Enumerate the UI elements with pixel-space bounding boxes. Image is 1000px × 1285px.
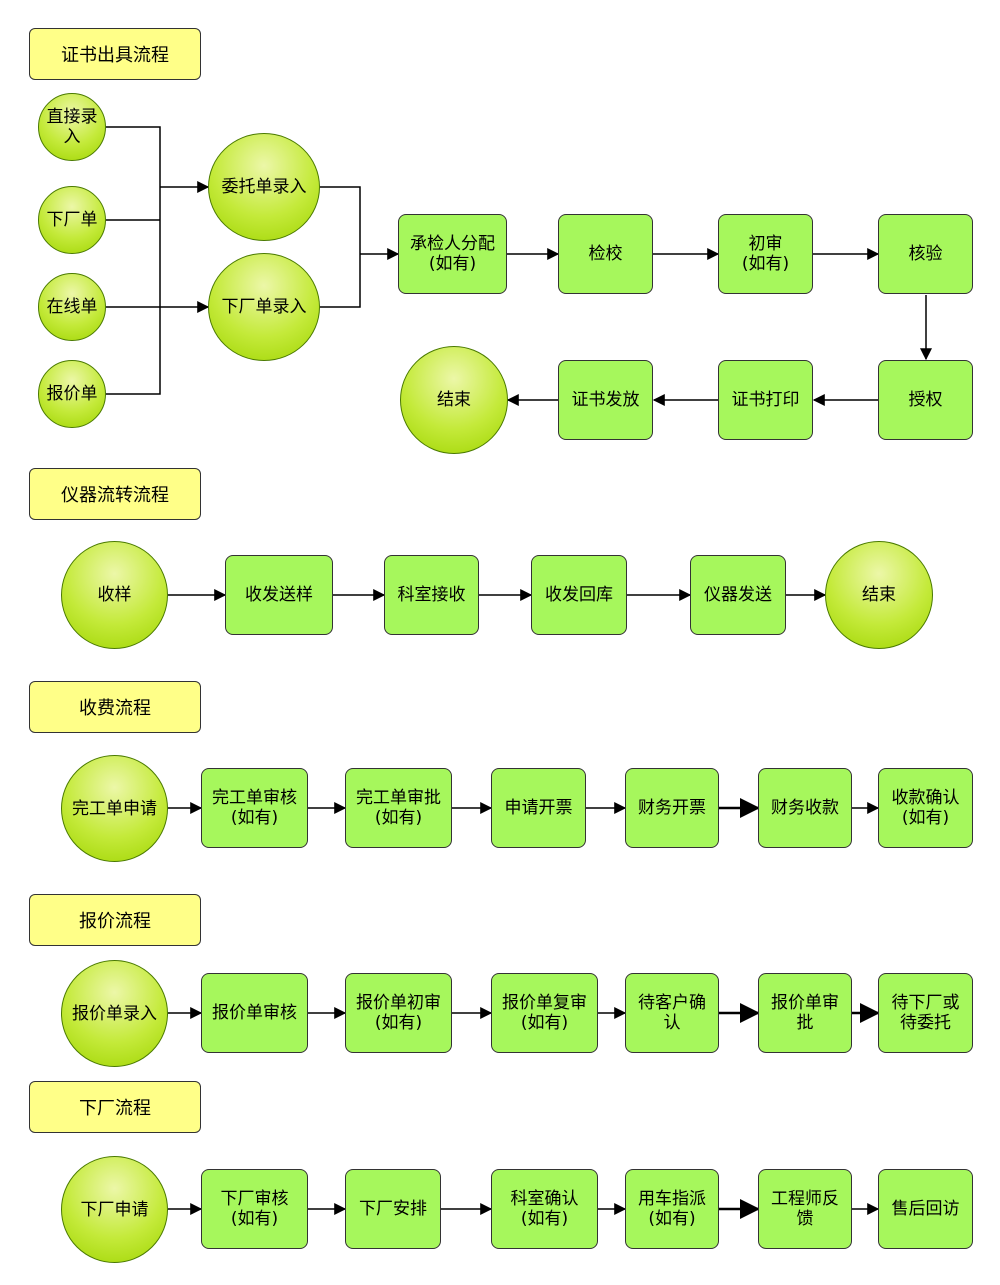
node-return-storage: 收发回库 <box>531 555 627 635</box>
node-online-order: 在线单 <box>38 273 106 341</box>
node-verify: 核验 <box>878 214 973 294</box>
connector <box>106 126 161 395</box>
node-factory-entry: 下厂单录入 <box>208 253 320 361</box>
node-vehicle-assign: 用车指派 (如有) <box>625 1169 719 1249</box>
node-quote-first-review: 报价单初审 (如有) <box>345 973 452 1053</box>
node-completion-apply: 完工单申请 <box>61 755 168 862</box>
node-payment-confirm: 收款确认 (如有) <box>878 768 973 848</box>
section-title-billing: 收费流程 <box>29 681 201 733</box>
node-direct-entry: 直接录 入 <box>38 93 106 161</box>
node-invoice-apply: 申请开票 <box>491 768 586 848</box>
node-engineer-feedback: 工程师反 馈 <box>758 1169 852 1249</box>
node-certificate-print: 证书打印 <box>718 360 813 440</box>
node-onsite-arrange: 下厂安排 <box>345 1169 441 1249</box>
node-authorize: 授权 <box>878 360 973 440</box>
node-after-sales-visit: 售后回访 <box>878 1169 973 1249</box>
section-title-quotation: 报价流程 <box>29 894 201 946</box>
section-title-instrument: 仪器流转流程 <box>29 468 201 520</box>
node-dispatch-sample: 收发送样 <box>225 555 333 635</box>
node-certificate-issue: 证书发放 <box>558 360 653 440</box>
node-end: 结束 <box>825 541 933 649</box>
node-dept-confirm: 科室确认 (如有) <box>491 1169 598 1249</box>
node-quote-entry: 报价单录入 <box>61 960 168 1067</box>
node-finance-collect: 财务收款 <box>758 768 852 848</box>
node-factory-order: 下厂单 <box>38 186 106 254</box>
node-quote-second-review: 报价单复审 (如有) <box>491 973 598 1053</box>
node-end: 结束 <box>400 346 508 454</box>
node-receive-sample: 收样 <box>61 541 168 649</box>
section-title-certificate: 证书出具流程 <box>29 28 201 80</box>
node-quote-approve: 报价单审 批 <box>758 973 852 1053</box>
node-dept-receive: 科室接收 <box>384 555 479 635</box>
node-completion-review: 完工单审核 (如有) <box>201 768 308 848</box>
node-instrument-send: 仪器发送 <box>690 555 786 635</box>
node-onsite-review: 下厂审核 (如有) <box>201 1169 308 1249</box>
connector <box>320 186 361 308</box>
node-onsite-apply: 下厂申请 <box>61 1156 168 1263</box>
node-calibrate: 检校 <box>558 214 653 294</box>
node-customer-confirm: 待客户确 认 <box>625 973 719 1053</box>
node-first-review: 初审 (如有) <box>718 214 813 294</box>
node-entrust-entry: 委托单录入 <box>208 133 320 241</box>
node-quote-order: 报价单 <box>38 360 106 428</box>
node-assign-inspector: 承检人分配 (如有) <box>398 214 507 294</box>
node-completion-approve: 完工单审批 (如有) <box>345 768 452 848</box>
node-finance-invoice: 财务开票 <box>625 768 719 848</box>
node-await-onsite-or-entrust: 待下厂或 待委托 <box>878 973 973 1053</box>
section-title-onsite: 下厂流程 <box>29 1081 201 1133</box>
node-quote-review: 报价单审核 <box>201 973 308 1053</box>
